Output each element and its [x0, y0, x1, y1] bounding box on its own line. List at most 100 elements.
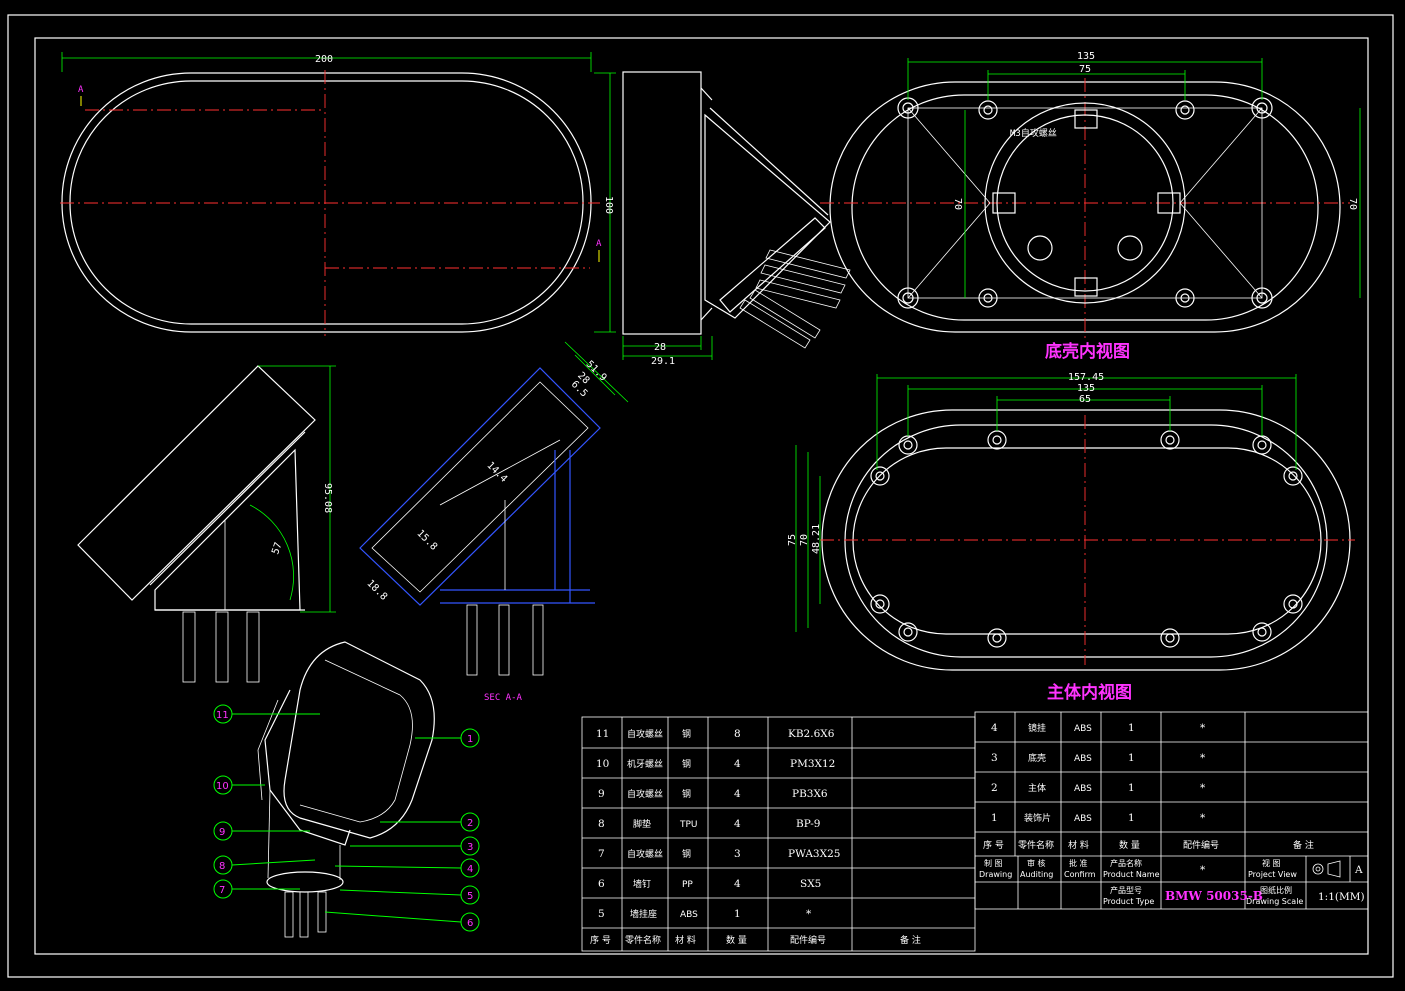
bom-right: 4 镜挂 ABS 1 * 3 底壳 ABS 1 * 2 主体 ABS 1 * 1…	[974, 711, 1369, 910]
svg-text:4: 4	[734, 758, 741, 770]
svg-text:PB3X6: PB3X6	[792, 788, 828, 800]
svg-text:自攻螺丝: 自攻螺丝	[627, 788, 663, 800]
svg-text:SX5: SX5	[800, 878, 821, 890]
body-view-title: 主体内视图	[1047, 682, 1132, 703]
svg-text:4: 4	[734, 788, 741, 800]
bom-left-row: 9 自攻螺丝 钢 4 PB3X6	[598, 788, 828, 800]
svg-text:零件名称: 零件名称	[1018, 839, 1054, 851]
bom-left-header: 序 号 零件名称 材 料 数 量 配件编号 备 注	[590, 934, 921, 946]
svg-text:自攻螺丝: 自攻螺丝	[627, 728, 663, 740]
svg-text:2: 2	[467, 818, 473, 829]
main-body-view: 157.45 135 65 75 70 48.21 主体内视图	[787, 372, 1355, 703]
svg-text:1: 1	[467, 734, 473, 745]
outer-frame	[7, 14, 1394, 978]
bom-left-row: 11 自攻螺丝 钢 8 KB2.6X6	[596, 728, 835, 740]
svg-text:Product Name: Product Name	[1103, 870, 1160, 879]
svg-text:1: 1	[1128, 752, 1135, 764]
svg-text:*: *	[1200, 812, 1206, 824]
svg-text:ABS: ABS	[1074, 814, 1092, 824]
svg-text:5: 5	[467, 891, 473, 902]
svg-text:BP-9: BP-9	[796, 818, 820, 830]
svg-text:主体: 主体	[1028, 782, 1046, 794]
bom-left-row: 10 机牙螺丝 钢 4 PM3X12	[596, 758, 835, 770]
svg-text:材 料: 材 料	[1068, 839, 1089, 851]
svg-text:KB2.6X6: KB2.6X6	[788, 728, 835, 740]
svg-text:机牙螺丝: 机牙螺丝	[627, 758, 663, 770]
svg-text:3: 3	[991, 752, 998, 764]
svg-text:ABS: ABS	[1074, 784, 1092, 794]
elev-angle: 57	[270, 541, 284, 556]
svg-text:底壳: 底壳	[1028, 752, 1046, 764]
iso-view	[257, 641, 435, 938]
svg-text:4: 4	[467, 864, 473, 875]
svg-text:审 核: 审 核	[1027, 858, 1046, 868]
svg-text:4: 4	[991, 722, 998, 734]
section-marker-bottom: A	[596, 239, 602, 249]
svg-text:3: 3	[467, 842, 473, 853]
sec-dim-15-8: 15.8	[414, 528, 439, 553]
balloon-4: 4	[334, 858, 480, 878]
svg-text:备 注: 备 注	[1293, 839, 1314, 851]
shell-dim-75: 75	[1079, 64, 1091, 75]
svg-text:Auditing: Auditing	[1020, 870, 1053, 879]
bom-left-row: 5 墙挂座 ABS 1 *	[598, 908, 812, 920]
svg-text:*: *	[1200, 782, 1206, 794]
svg-text:10: 10	[216, 781, 229, 792]
svg-text:视 图: 视 图	[1262, 858, 1281, 868]
svg-text:墙钉: 墙钉	[633, 878, 651, 890]
svg-text:ABS: ABS	[1074, 754, 1092, 764]
svg-text:图纸比例: 图纸比例	[1260, 885, 1292, 895]
shell-screw-note: M3自攻螺丝	[1010, 127, 1057, 139]
svg-text:钢: 钢	[682, 728, 691, 740]
svg-text:镜挂: 镜挂	[1028, 722, 1046, 734]
svg-text:ABS: ABS	[680, 910, 698, 920]
svg-text:数 量: 数 量	[1119, 839, 1140, 851]
svg-text:1: 1	[1128, 722, 1135, 734]
bottom-shell-view: 135 75 70 70 M3自攻螺丝 底壳内视图	[820, 51, 1361, 362]
svg-text:3: 3	[734, 848, 741, 860]
svg-text:产品名称: 产品名称	[1110, 858, 1142, 868]
side-dim-28: 28	[654, 342, 666, 353]
balloon-5: 5	[339, 885, 480, 905]
svg-text:1:1(MM): 1:1(MM)	[1318, 891, 1365, 903]
svg-text:4: 4	[734, 878, 741, 890]
elev-dim-95-08: 95.08	[322, 483, 333, 513]
body-dim-65: 65	[1079, 394, 1091, 405]
svg-text:5: 5	[598, 908, 605, 920]
front-view: 200 100 A A	[60, 52, 616, 336]
svg-text:9: 9	[598, 788, 605, 800]
section-label: SEC A-A	[484, 693, 523, 703]
svg-text:TPU: TPU	[679, 820, 698, 830]
svg-text:配件编号: 配件编号	[790, 934, 826, 946]
svg-text:序 号: 序 号	[983, 839, 1004, 851]
svg-text:PWA3X25: PWA3X25	[788, 848, 840, 860]
svg-text:自攻螺丝: 自攻螺丝	[627, 848, 663, 860]
svg-text:装饰片: 装饰片	[1024, 812, 1051, 824]
svg-text:ABS: ABS	[1074, 724, 1092, 734]
svg-text:*: *	[1200, 752, 1206, 764]
svg-text:钢: 钢	[682, 848, 691, 860]
svg-text:脚垫: 脚垫	[633, 818, 651, 830]
svg-text:PM3X12: PM3X12	[790, 758, 835, 770]
svg-text:钢: 钢	[682, 788, 691, 800]
inner-frame	[34, 37, 1369, 955]
title-block: 制 图 Drawing 审 核 Auditing 批 准 Confirm 产品名…	[979, 858, 1365, 906]
balloon-10: 10	[213, 775, 265, 795]
svg-text:9: 9	[219, 827, 225, 838]
body-dim-48-21: 48.21	[811, 524, 822, 554]
side-dim-29-1: 29.1	[651, 356, 675, 367]
balloon-1: 1	[415, 728, 480, 748]
svg-text:4: 4	[734, 818, 741, 830]
svg-text:序 号: 序 号	[590, 934, 611, 946]
side-elevation: 95.08 57	[77, 365, 336, 683]
bom-right-header: 序 号 零件名称 材 料 数 量 配件编号 备 注	[983, 839, 1314, 851]
bom-right-row: 4 镜挂 ABS 1 *	[991, 722, 1206, 734]
svg-text:7: 7	[598, 848, 605, 860]
bom-left-row: 8 脚垫 TPU 4 BP-9	[598, 818, 820, 830]
body-dim-70: 70	[799, 534, 810, 546]
svg-text:备 注: 备 注	[900, 934, 921, 946]
svg-text:材 料: 材 料	[675, 934, 696, 946]
sec-dim-14-4: 14.4	[484, 460, 509, 485]
svg-text:Product Type: Product Type	[1103, 897, 1154, 906]
svg-text:PP: PP	[682, 880, 693, 890]
